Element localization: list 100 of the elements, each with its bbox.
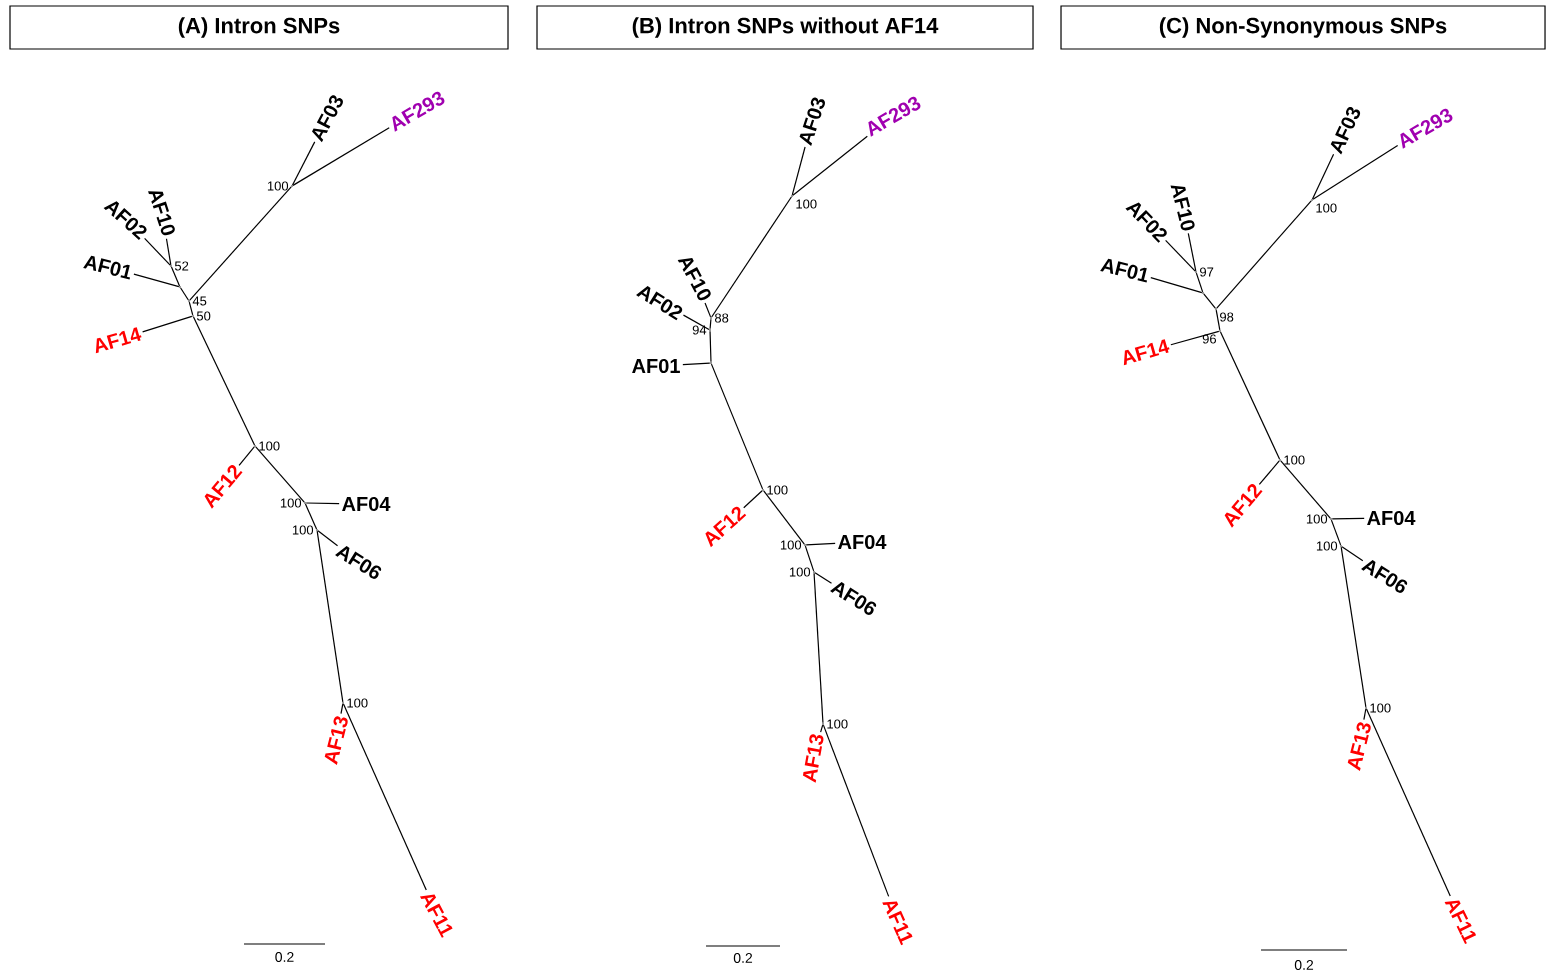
taxon-label: AF01 (632, 358, 680, 374)
taxon-label: AF03 (312, 95, 343, 143)
branch (763, 490, 805, 545)
branch (1258, 460, 1280, 486)
taxon-label: AF10 (1170, 185, 1195, 231)
branch (1340, 546, 1367, 708)
branch (1165, 239, 1196, 272)
branch (292, 127, 390, 186)
branch (1363, 708, 1367, 721)
branch (1203, 293, 1216, 309)
branch (1311, 153, 1335, 200)
branch (1216, 200, 1312, 309)
branch (682, 362, 711, 366)
branch (704, 302, 712, 318)
branch (805, 542, 836, 546)
branch (238, 446, 255, 466)
branch (170, 266, 181, 287)
taxon-label: AF04 (342, 496, 391, 512)
taxon-label: AF06 (830, 582, 877, 615)
branch (1215, 309, 1221, 331)
taxon-label: AF03 (799, 97, 825, 146)
panel-title: (B) Intron SNPs without AF14 (536, 5, 1034, 50)
branch (1187, 232, 1197, 272)
taxon-label: AF13 (324, 716, 348, 765)
branch (1341, 546, 1364, 562)
branch (317, 530, 339, 547)
support-value: 100 (1316, 203, 1337, 213)
support-value: 88 (715, 313, 729, 323)
support-value: 100 (796, 199, 817, 209)
support-value: 94 (692, 325, 707, 335)
scale-label: 0.2 (733, 953, 753, 963)
support-value: 100 (780, 540, 802, 550)
support-value: 96 (1202, 334, 1217, 344)
branch (710, 363, 764, 490)
support-value: 100 (1306, 514, 1328, 524)
support-value: 100 (1284, 455, 1305, 465)
branch (1280, 460, 1331, 519)
support-value: 97 (1200, 267, 1214, 277)
taxon-label: AF13 (802, 734, 824, 783)
branch (813, 572, 824, 724)
branch (144, 237, 171, 266)
branch (340, 703, 344, 715)
scale-label: 0.2 (1294, 960, 1314, 970)
support-value: 100 (1370, 703, 1391, 713)
taxon-label: AF11 (419, 894, 453, 938)
support-value: 100 (347, 698, 368, 708)
branch (682, 314, 710, 330)
taxon-label: AF01 (83, 255, 131, 280)
branch (820, 724, 824, 733)
branch (1312, 144, 1399, 200)
branch (180, 287, 189, 301)
scale-label: 0.2 (275, 952, 294, 962)
taxon-label: AF11 (1444, 900, 1477, 944)
branch (1170, 330, 1220, 346)
branch (792, 135, 868, 196)
branch (291, 141, 316, 186)
branch (791, 146, 806, 196)
branch (133, 273, 180, 288)
taxon-label: AF04 (838, 534, 887, 550)
branch (165, 238, 172, 266)
branch (804, 545, 815, 572)
support-value: 100 (280, 498, 302, 508)
branch (342, 703, 427, 891)
branch (709, 318, 712, 330)
support-value: 100 (267, 181, 289, 191)
support-value: 98 (1220, 312, 1234, 322)
taxon-label: AF03 (1330, 106, 1361, 155)
branch (1365, 708, 1451, 897)
branch (304, 503, 318, 530)
support-value: 52 (174, 261, 189, 271)
branch (743, 490, 763, 509)
branch (255, 446, 305, 503)
support-value: 100 (292, 525, 314, 535)
branch (711, 196, 792, 318)
taxon-label: AF13 (1347, 722, 1371, 771)
support-value: 100 (789, 567, 811, 577)
support-value: 100 (1316, 541, 1338, 551)
taxon-label: AF14 (1123, 339, 1170, 366)
branch (1331, 517, 1365, 520)
panel-title: (A) Intron SNPs (9, 5, 509, 50)
branch (709, 330, 712, 363)
taxon-label: AF06 (1361, 560, 1408, 593)
branch (1330, 519, 1342, 546)
branch (305, 502, 340, 505)
panel-title: (C) Non-Synonymous SNPs (1060, 5, 1546, 50)
support-value: 100 (259, 441, 280, 451)
branch (192, 316, 256, 446)
taxon-label: AF14 (95, 327, 142, 354)
support-value: 100 (767, 485, 788, 495)
branch (142, 315, 193, 333)
taxon-label: AF11 (882, 901, 913, 946)
taxon-label: AF01 (1100, 258, 1148, 283)
branch (189, 186, 292, 301)
support-value: 100 (827, 719, 848, 729)
branch (1195, 272, 1204, 293)
support-value: 50 (196, 311, 211, 321)
branch (188, 301, 194, 316)
branch (822, 724, 890, 897)
support-value: 45 (192, 296, 207, 306)
taxon-label: AF06 (335, 546, 382, 579)
